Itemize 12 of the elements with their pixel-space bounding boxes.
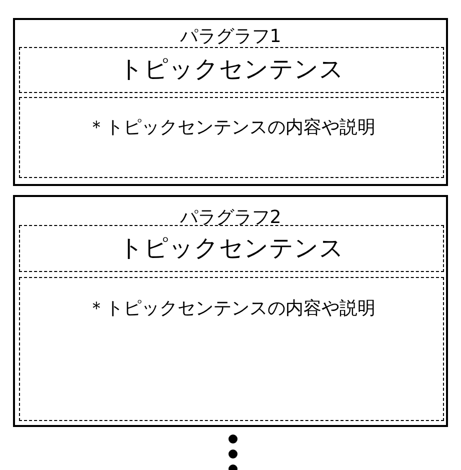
dashed-box [19,97,444,178]
body-text: ＊トピックセンテンスの内容や説明 [86,298,376,320]
heading-text: パラグラフ1 [178,26,282,48]
paragraph-box [13,195,448,427]
heading-text: パラグラフ2 [178,207,282,229]
body-text: ＊トピックセンテンスの内容や説明 [86,117,376,139]
dashed-box [19,277,444,421]
dashed-box [19,225,444,272]
topic-text: トピックセンテンス [118,234,345,263]
dashed-box [19,47,444,93]
paragraph-box [13,18,448,186]
topic-text: トピックセンテンス [118,55,345,84]
